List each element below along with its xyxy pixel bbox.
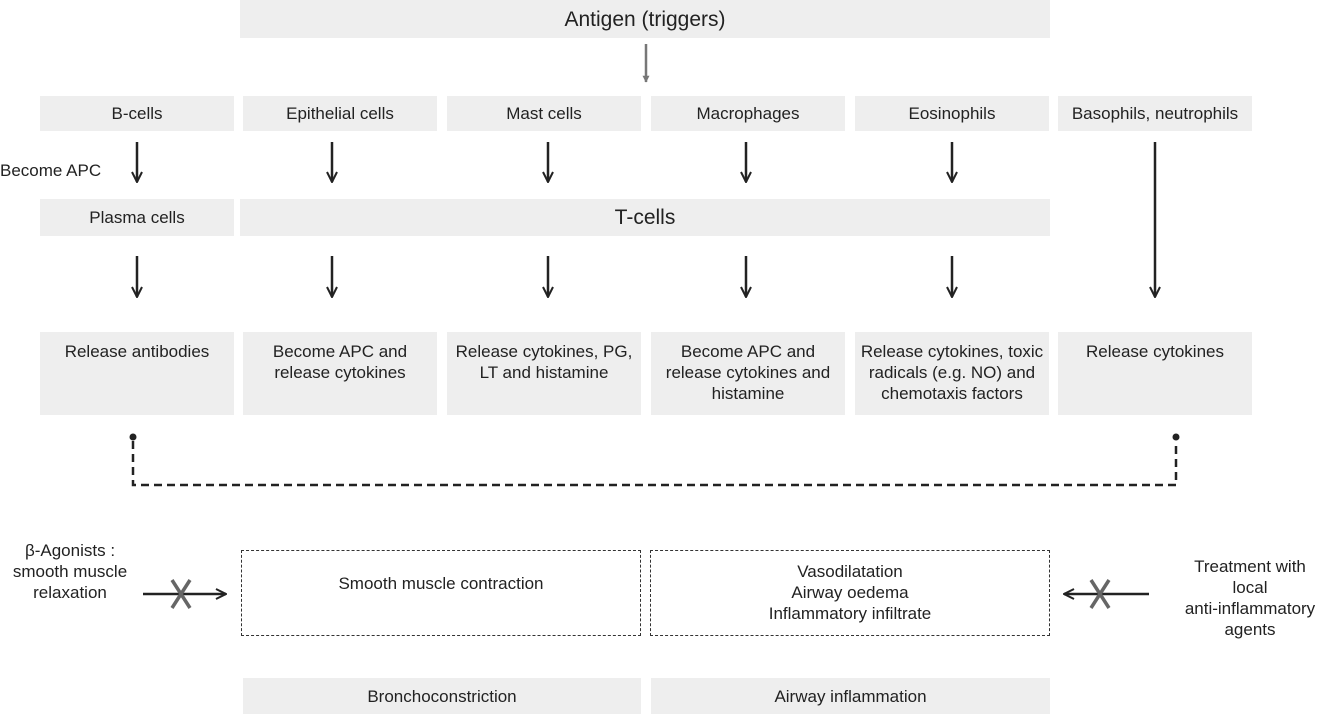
mast-outcome-box: Release cytokines, PG, LT and histamine: [447, 332, 641, 415]
bronchoconstriction-label: Bronchoconstriction: [367, 686, 517, 706]
release-antibodies-box: Release antibodies: [40, 332, 234, 415]
bracket-left-dot: [129, 433, 137, 441]
tcell-to-outcome-arrows: [137, 142, 1155, 297]
smooth-muscle-contraction-label: Smooth muscle contraction: [338, 574, 544, 593]
anti-inflammatory-blocked-arrow: [1064, 579, 1149, 609]
macrophages-outcome-box: Become APC and release cytokines and his…: [651, 332, 845, 415]
epithelial-cells-box: Epithelial cells: [243, 96, 437, 131]
eosinophils-outcome-label: Release cytokines, toxic radicals (e.g. …: [860, 342, 1044, 403]
bracket-line: [131, 441, 1178, 487]
macrophages-box: Macrophages: [651, 96, 845, 131]
anti-inflammatory-block-x-icon: [1089, 579, 1111, 609]
inflammation-effects-label: Vasodilatation Airway oedema Inflammator…: [768, 562, 932, 623]
basophils-outcome-label: Release cytokines: [1086, 342, 1224, 361]
dashed-bracket: [129, 433, 1180, 487]
beta-agonist-blocked-arrow: [143, 579, 226, 609]
smooth-muscle-contraction-box: Smooth muscle contraction: [241, 550, 641, 636]
epithelial-outcome-label: Become APC and release cytokines: [272, 342, 408, 382]
b-cells-label: B-cells: [111, 104, 163, 123]
antigen-box: Antigen (triggers): [240, 0, 1050, 38]
bracket-right-dot: [1172, 433, 1180, 441]
mast-outcome-label: Release cytokines, PG, LT and histamine: [455, 342, 633, 382]
release-antibodies-label: Release antibodies: [64, 342, 210, 361]
beta-agonists-label: β-Agonists : smooth muscle relaxation: [12, 541, 128, 602]
mast-cells-label: Mast cells: [506, 104, 582, 123]
epithelial-outcome-box: Become APC and release cytokines: [243, 332, 437, 415]
beta-agonist-block-x-icon: [170, 579, 192, 609]
airway-inflammation-label: Airway inflammation: [774, 686, 927, 706]
eosinophils-outcome-box: Release cytokines, toxic radicals (e.g. …: [855, 332, 1049, 415]
antigen-label: Antigen (triggers): [564, 7, 726, 31]
eosinophils-label: Eosinophils: [908, 104, 996, 123]
bronchoconstriction-box: Bronchoconstriction: [243, 678, 641, 714]
basophils-outcome-box: Release cytokines: [1058, 332, 1252, 415]
b-cells-box: B-cells: [40, 96, 234, 131]
mast-cells-box: Mast cells: [447, 96, 641, 131]
epithelial-cells-label: Epithelial cells: [286, 104, 394, 123]
inflammation-effects-box: Vasodilatation Airway oedema Inflammator…: [650, 550, 1050, 636]
airway-inflammation-box: Airway inflammation: [651, 678, 1050, 714]
basophils-neutrophils-label: Basophils, neutrophils: [1071, 104, 1239, 123]
plasma-cells-label: Plasma cells: [89, 208, 185, 227]
basophils-neutrophils-box: Basophils, neutrophils: [1058, 96, 1252, 131]
become-apc-label: Become APC: [0, 161, 102, 180]
anti-inflammatory-label: Treatment with local anti-inflammatory a…: [1184, 557, 1316, 639]
cell-to-tcell-arrows: [137, 142, 952, 182]
macrophages-label: Macrophages: [696, 104, 800, 123]
t-cells-box: T-cells: [240, 199, 1050, 236]
t-cells-label: T-cells: [614, 206, 676, 229]
macrophages-outcome-label: Become APC and release cytokines and his…: [665, 342, 831, 403]
plasma-cells-box: Plasma cells: [40, 199, 234, 236]
eosinophils-box: Eosinophils: [855, 96, 1049, 131]
